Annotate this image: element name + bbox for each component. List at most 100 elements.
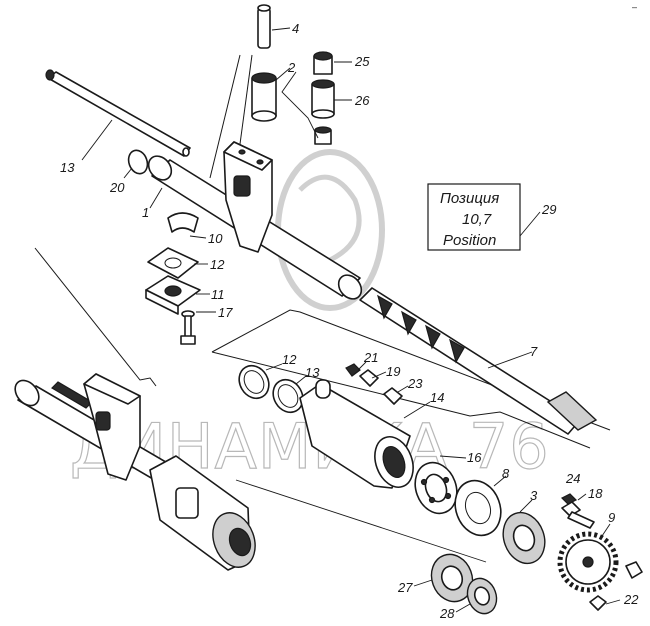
- part-3-cover: [502, 511, 546, 565]
- leader-19: [371, 371, 387, 379]
- bushing26-bottom: [311, 109, 335, 119]
- watermark-logo-swirl: [298, 174, 362, 263]
- bearing-ball: [444, 492, 452, 500]
- part-13-shaft: [45, 69, 191, 157]
- pin-top: [257, 4, 271, 12]
- assembled-flange: [175, 487, 199, 519]
- leader-21: [357, 361, 367, 371]
- callout-16: 16: [467, 450, 482, 465]
- callout-13-mid: 13: [305, 365, 320, 380]
- bushing26-top: [311, 79, 335, 89]
- callout-7: 7: [530, 344, 538, 359]
- position-box-line3: Position: [443, 232, 496, 249]
- half-ring: [167, 212, 199, 233]
- part-26-bushing: [311, 79, 335, 145]
- callout-27: 27: [397, 580, 413, 595]
- callout-9: 9: [608, 510, 615, 525]
- sprocket-hub: [582, 556, 594, 568]
- leader-7: [487, 351, 533, 369]
- shaft-end-right: [182, 147, 190, 157]
- callout-23: 23: [407, 376, 423, 391]
- callout-17: 17: [218, 305, 233, 320]
- leader-12-mid: [265, 363, 283, 371]
- bushing25-top: [313, 51, 333, 61]
- leader-22: [605, 599, 621, 605]
- part-13-seal-ring: [272, 378, 304, 414]
- callout-20: 20: [109, 180, 125, 195]
- part-12-gasket-upper: [147, 247, 199, 279]
- tube-end-right: [337, 274, 363, 300]
- callout-1: 1: [142, 205, 149, 220]
- tube-end-left: [147, 155, 173, 181]
- callouts: 4 2 25 26 13 20 1 10 12 11 17 12 13 21 1…: [60, 21, 639, 621]
- callout-10: 10: [208, 231, 223, 246]
- part-20-ring: [127, 149, 149, 175]
- leader-8: [493, 475, 507, 487]
- cover-inner: [512, 524, 536, 552]
- position-box: Позиция 10,7 Position: [427, 183, 521, 251]
- callout-8: 8: [502, 466, 510, 481]
- part-12-seal-ring: [238, 364, 270, 400]
- flange-hole: [164, 285, 182, 297]
- leader-28: [455, 603, 471, 613]
- position-box-line1: Позиция: [440, 190, 499, 207]
- callout-4: 4: [292, 21, 299, 36]
- part-8-gasket-inner: [464, 491, 492, 525]
- part-18-bolt: [561, 501, 595, 529]
- flange27-inner: [440, 565, 464, 591]
- part-23-fitting: [383, 387, 403, 405]
- leader-10: [189, 235, 207, 239]
- bushing-top: [251, 72, 277, 84]
- housing-bore-inner: [382, 445, 406, 479]
- part-19-fitting: [359, 369, 379, 387]
- assembly-line-pin-2: [239, 54, 253, 145]
- part-22-cap: [625, 561, 643, 579]
- bushing-bottom: [251, 110, 277, 122]
- bolt-shank: [184, 315, 192, 339]
- callout-12-mid: 12: [282, 352, 297, 367]
- leader-9: [601, 523, 611, 537]
- part-25-bushing: [313, 51, 333, 75]
- part-27-flange: [430, 553, 474, 603]
- callout-22: 22: [623, 592, 639, 607]
- assembly-line-top: [211, 309, 611, 431]
- callout-21: 21: [363, 350, 378, 365]
- bearing-ball: [442, 476, 450, 484]
- part-2-bushing: [251, 72, 277, 122]
- part-12-seal-ring-inner: [243, 370, 265, 394]
- leader-27: [413, 579, 433, 587]
- part-10-half-ring: [167, 212, 199, 233]
- bolt18-shank: [567, 511, 595, 529]
- part-16-bearing: [414, 461, 458, 515]
- part-7-worm-shaft: [359, 287, 598, 435]
- part-14-housing: [299, 379, 414, 489]
- leader-13-mid: [295, 375, 307, 385]
- assembled-bracket-top: [83, 373, 141, 405]
- part-17-bolt: [180, 310, 196, 345]
- leader-23: [397, 385, 409, 393]
- leader-4: [271, 27, 291, 31]
- part-13-seal-ring-inner: [277, 384, 299, 408]
- worm-spline-end: [546, 391, 598, 431]
- shaft-body: [47, 71, 191, 157]
- callout-19: 19: [386, 364, 400, 379]
- callout-14: 14: [430, 390, 444, 405]
- pin-body: [257, 7, 271, 49]
- leader-29: [519, 211, 541, 237]
- seal28-inner: [473, 586, 491, 606]
- leader-13-top: [81, 119, 113, 161]
- part-22-nut: [589, 595, 607, 611]
- corner-mark: –: [632, 2, 637, 12]
- assembly-line-bottom: [211, 351, 591, 449]
- leader-2-26: [281, 71, 319, 139]
- part-9-sprocket: [557, 531, 619, 593]
- bracket-window: [233, 175, 251, 197]
- bearing-ball: [420, 478, 428, 486]
- callout-3: 3: [530, 488, 538, 503]
- bushing26-small-top: [314, 126, 332, 134]
- assembled-spline: [228, 527, 252, 557]
- bracket-hole-1: [238, 149, 246, 155]
- bearing-inner: [424, 473, 448, 503]
